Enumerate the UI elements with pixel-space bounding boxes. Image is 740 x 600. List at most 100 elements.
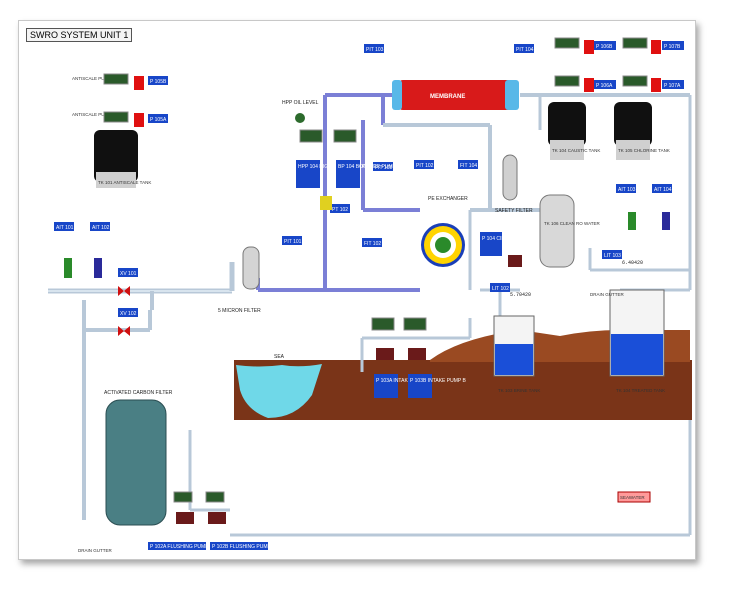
svg-text:P 107B: P 107B <box>664 44 681 50</box>
status-panel <box>173 491 193 503</box>
alarm-box-p106a <box>584 78 594 92</box>
ph-value: 6.40420 <box>622 260 643 266</box>
svg-text:FIT 102: FIT 102 <box>364 241 381 247</box>
tag-ait103[interactable]: AIT 103 <box>616 184 636 193</box>
tag-p106a[interactable]: P 106A <box>594 80 616 89</box>
status-panel <box>103 111 129 123</box>
tag-xv102[interactable]: XV 102 <box>118 308 138 317</box>
tag-ait102[interactable]: AIT 102 <box>90 222 110 231</box>
intake-pump-b[interactable] <box>408 348 426 360</box>
tag-p107a[interactable]: P 107A <box>662 80 684 89</box>
tag-p102a[interactable]: P 102A FLUSHING PUMP A <box>148 542 214 550</box>
svg-text:PIT 101: PIT 101 <box>284 239 302 245</box>
svg-text:PT 102: PT 102 <box>332 207 348 213</box>
drain-gutter-right-label: DRAIN GUTTER <box>590 292 625 297</box>
caustic-tank-label: TK 104 CAUSTIC TANK <box>552 148 600 153</box>
status-panel <box>554 37 580 49</box>
window-title: SWRO SYSTEM UNIT 1 <box>26 28 133 42</box>
caustic-tank <box>548 102 586 146</box>
tag-bp104[interactable]: BP 104 BOOSTER PUMP <box>336 160 397 188</box>
svg-text:AIT 103: AIT 103 <box>618 187 636 193</box>
tag-p105b[interactable]: P 105B <box>148 76 168 85</box>
svg-text:P 105B: P 105B <box>150 79 167 85</box>
svg-text:PIT 104: PIT 104 <box>516 47 534 53</box>
hpp-oil-level-indicator <box>295 113 305 123</box>
membrane-vessel <box>397 80 515 110</box>
tag-p103a[interactable]: P 103A INTAKE PUMP A <box>374 374 432 398</box>
status-panel <box>554 75 580 87</box>
tag-p106b[interactable]: P 106B <box>594 41 616 50</box>
sea-label: SEA <box>274 354 285 360</box>
tag-pit102[interactable]: PIT 102 <box>414 160 434 169</box>
tag-p107b[interactable]: P 107B <box>662 41 684 50</box>
booster-pump[interactable] <box>320 196 332 210</box>
valve-xv101[interactable] <box>118 286 130 296</box>
safety-filter <box>502 154 518 201</box>
antiscale-tank-label: TK 101 ANTISCALE TANK <box>98 180 151 185</box>
tag-p102b[interactable]: P 102B FLUSHING PUMP B <box>210 542 276 550</box>
svg-text:P 107A: P 107A <box>664 83 681 89</box>
svg-text:P 104 CIP PUMP: P 104 CIP PUMP <box>482 236 521 242</box>
svg-text:P 102A FLUSHING PUMP A: P 102A FLUSHING PUMP A <box>150 544 214 550</box>
status-panel <box>333 129 357 143</box>
alarm-box-p105b <box>134 76 144 90</box>
analyzer-probe <box>94 258 102 278</box>
tag-fit104[interactable]: FIT 104 <box>458 160 478 169</box>
tag-pit101[interactable]: PIT 101 <box>282 236 302 245</box>
pe-exchanger <box>421 223 465 267</box>
alarm-box-p105a <box>134 113 144 127</box>
flow-value: 5.70420 <box>510 292 531 298</box>
tag-xv101[interactable]: XV 101 <box>118 268 138 277</box>
alarm-box-p106b <box>584 40 594 54</box>
analyzer-probe <box>64 258 72 278</box>
status-panel <box>371 317 395 331</box>
svg-text:BP 104 BOOSTER PUMP: BP 104 BOOSTER PUMP <box>338 164 397 170</box>
status-panel <box>299 129 323 143</box>
tag-pit104[interactable]: PIT 104 <box>514 44 534 53</box>
tag-fit102[interactable]: FIT 102 <box>362 238 382 247</box>
brine-tank-label: TK 103 BRINE TANK <box>498 388 540 393</box>
tag-pit103[interactable]: PIT 103 <box>364 44 384 53</box>
tag-ait104[interactable]: AIT 104 <box>652 184 672 193</box>
svg-text:PIT 102: PIT 102 <box>416 163 434 169</box>
intake-pump-a[interactable] <box>376 348 394 360</box>
svg-text:PIT 103: PIT 103 <box>366 47 384 53</box>
tag-pt102[interactable]: PT 102 <box>330 204 350 213</box>
svg-text:LIT 102: LIT 102 <box>492 286 509 292</box>
tag-cip-pump[interactable]: P 104 CIP PUMP <box>480 232 521 256</box>
tag-lit102[interactable]: LIT 102 <box>490 283 510 292</box>
micron-filter <box>242 246 260 290</box>
sea-water <box>236 364 322 418</box>
chlorine-tank-label: TK 105 CHLORINE TANK <box>618 148 670 153</box>
status-panel <box>403 317 427 331</box>
svg-text:P 105A: P 105A <box>150 117 167 123</box>
tag-fit103[interactable]: FIT 103 <box>373 162 393 171</box>
carbon-filter-label: ACTIVATED CARBON FILTER <box>104 390 173 396</box>
antiscale-tank <box>94 130 138 182</box>
svg-text:P 103A INTAKE PUMP A: P 103A INTAKE PUMP A <box>376 378 432 384</box>
tag-lit103[interactable]: LIT 103 <box>602 250 622 259</box>
tag-ait101[interactable]: AIT 101 <box>54 222 74 231</box>
carbon-filter <box>105 399 167 526</box>
tag-p105a[interactable]: P 105A <box>148 114 168 123</box>
cip-pump[interactable] <box>508 255 522 267</box>
antiscale-pump-b-label: ANTISCALE PUMP B <box>72 76 115 81</box>
status-panel <box>622 37 648 49</box>
pe-exchanger-label: PE EXCHANGER <box>428 196 468 202</box>
flushing-pump-a[interactable] <box>176 512 194 524</box>
status-panel <box>205 491 225 503</box>
valve-xv102[interactable] <box>118 326 130 336</box>
drain-gutter-bottom-label: DRAIN GUTTER <box>78 548 113 553</box>
svg-text:AIT 104: AIT 104 <box>654 187 672 193</box>
flushing-pump-b[interactable] <box>208 512 226 524</box>
alarm-box-p107b <box>651 40 661 54</box>
tag-p103b[interactable]: P 103B INTAKE PUMP B <box>408 374 467 398</box>
clean-tank-label: TK 106 CLEAN RO WATER <box>544 221 601 226</box>
alarm-indicator[interactable] <box>617 491 651 503</box>
safety-filter-label: SAFETY FILTER <box>495 208 533 214</box>
svg-text:P 106B: P 106B <box>596 44 613 50</box>
svg-text:LIT 103: LIT 103 <box>604 253 621 259</box>
alarm-box-p107a <box>651 78 661 92</box>
micron-filter-label: 5 MICRON FILTER <box>218 308 261 314</box>
